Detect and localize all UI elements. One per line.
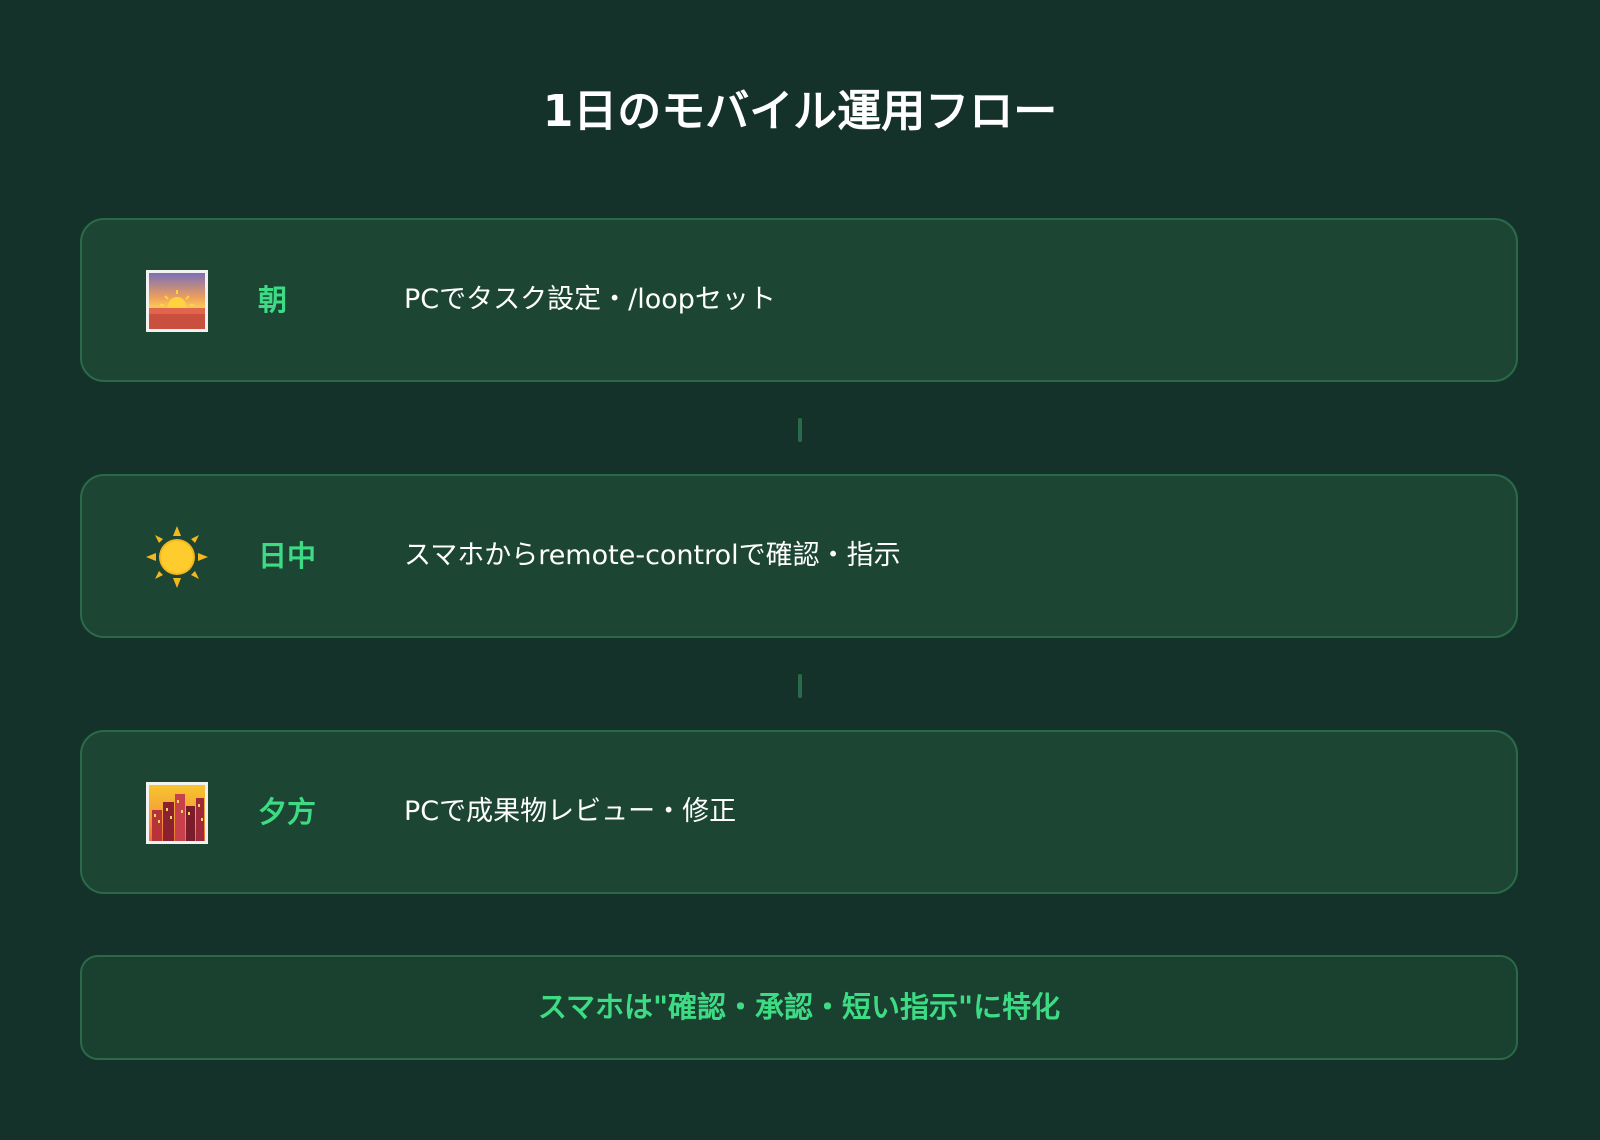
flow-connector	[798, 418, 802, 442]
summary-note: スマホは"確認・承認・短い指示"に特化	[80, 955, 1518, 1060]
page-title: 1日のモバイル運用フロー	[542, 86, 1058, 137]
cityscape-dusk-icon	[146, 782, 208, 844]
step-label: 朝	[258, 283, 288, 317]
step-description: PCで成果物レビュー・修正	[404, 796, 737, 827]
step-description: PCでタスク設定・/loopセット	[404, 284, 776, 315]
sun-icon	[146, 526, 208, 588]
step-label: 日中	[258, 539, 317, 573]
sunrise-icon	[146, 270, 208, 332]
flow-connector	[798, 674, 802, 698]
step-description: スマホからremote-controlで確認・指示	[404, 540, 901, 571]
flow-step-evening: 夕方 PCで成果物レビュー・修正	[80, 730, 1518, 894]
flow-step-daytime: 日中 スマホからremote-controlで確認・指示	[80, 474, 1518, 638]
flow-step-morning: 朝 PCでタスク設定・/loopセット	[80, 218, 1518, 382]
step-label: 夕方	[258, 795, 317, 829]
